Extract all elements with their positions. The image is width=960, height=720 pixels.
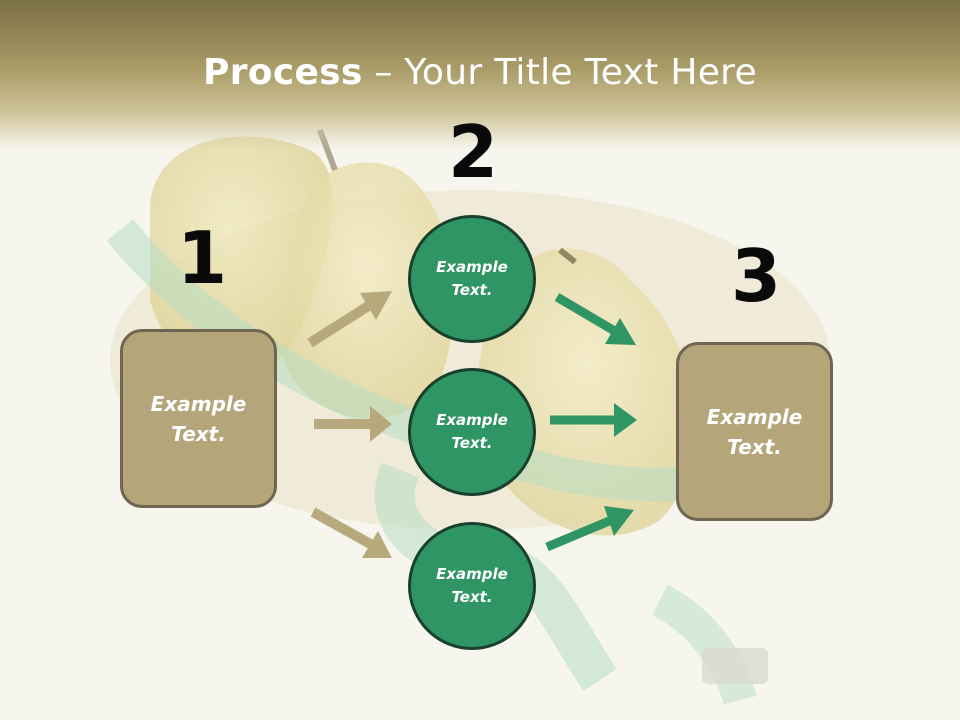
left-step-box: Example Text. — [120, 329, 277, 508]
top-step-circle: Example Text. — [408, 215, 536, 343]
arrow-left-to-top — [307, 291, 392, 348]
title-rest: – Your Title Text Here — [362, 52, 757, 93]
arrow-top-to-right — [554, 293, 636, 345]
arrow-bottom-to-right — [545, 506, 634, 552]
bottom-circle-text: Example Text. — [436, 565, 508, 606]
right-step-text: Example Text. — [706, 404, 803, 459]
step-number-2: 2 — [448, 110, 499, 194]
slide-title: Process – Your Title Text Here — [0, 52, 960, 93]
bottom-step-circle: Example Text. — [408, 522, 536, 650]
step-number-3: 3 — [731, 234, 782, 318]
top-circle-text: Example Text. — [436, 258, 508, 299]
arrow-left-to-middle — [314, 406, 392, 442]
left-step-text: Example Text. — [150, 391, 247, 446]
arrow-left-to-bottom — [310, 507, 392, 558]
middle-circle-text: Example Text. — [436, 411, 508, 452]
title-band — [0, 0, 960, 150]
right-step-box: Example Text. — [676, 342, 833, 521]
title-bold: Process — [203, 52, 363, 93]
middle-step-circle: Example Text. — [408, 368, 536, 496]
arrow-middle-to-right — [550, 403, 637, 437]
step-number-1: 1 — [177, 216, 228, 300]
